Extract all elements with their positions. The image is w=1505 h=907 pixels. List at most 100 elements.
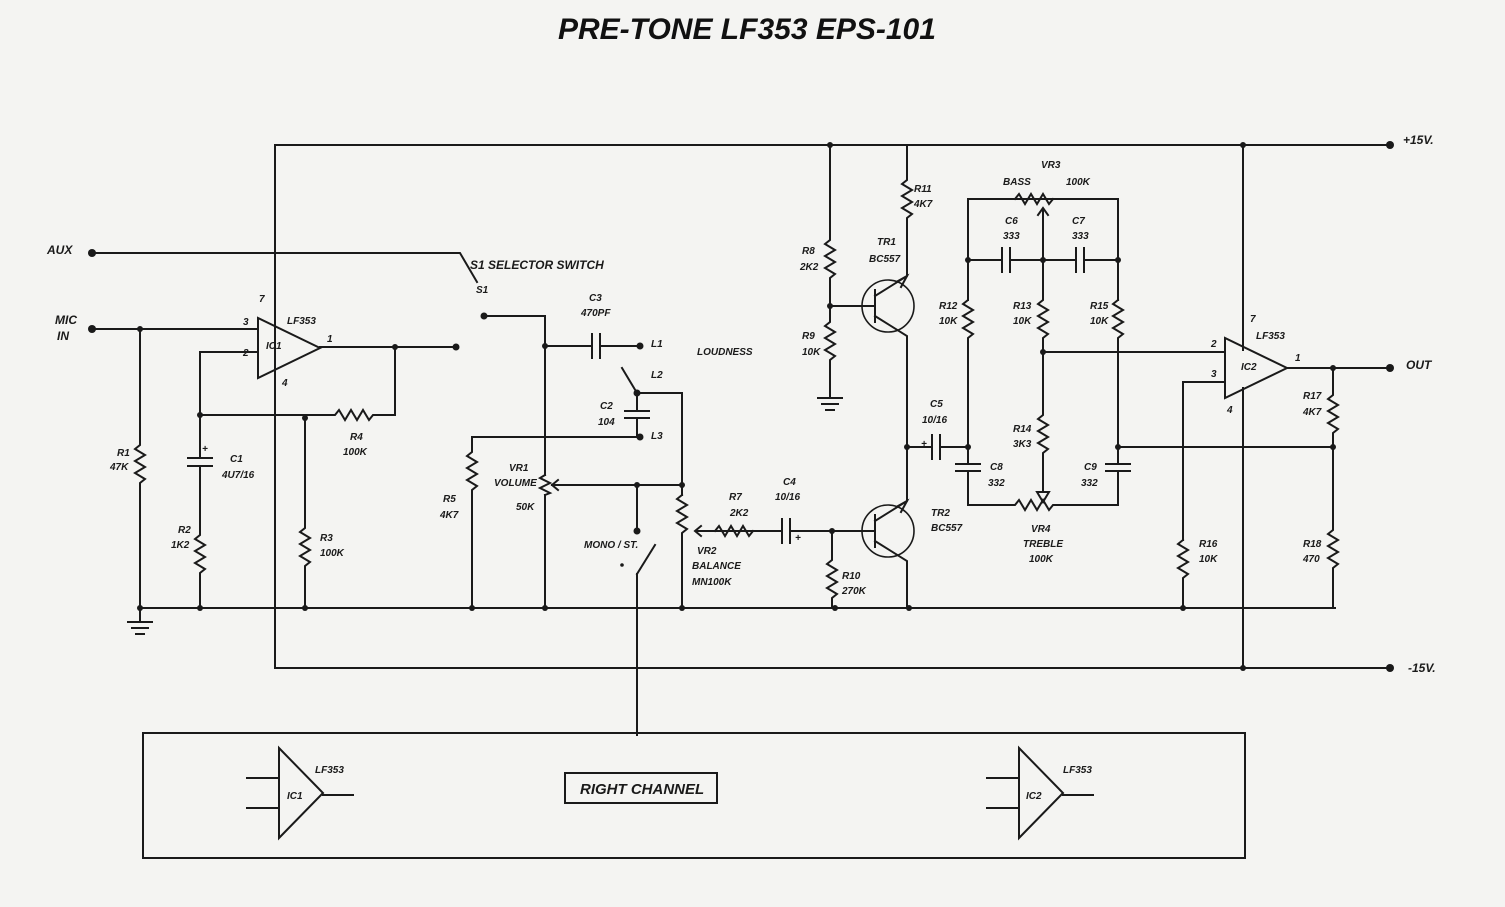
ic1-opamp: IC1 LF353 3 2 1 7 4	[199, 294, 460, 416]
svg-text:100K: 100K	[320, 548, 345, 559]
pot-vr1-volume: VR1 VOLUME 50K	[494, 463, 641, 611]
svg-text:C3: C3	[589, 293, 602, 304]
svg-text:2K2: 2K2	[799, 262, 819, 273]
svg-text:IC1: IC1	[287, 791, 303, 802]
svg-text:10K: 10K	[939, 316, 958, 327]
svg-text:332: 332	[1081, 478, 1098, 489]
svg-text:VR2: VR2	[697, 546, 717, 557]
svg-text:IC1: IC1	[266, 341, 282, 352]
svg-text:50K: 50K	[516, 502, 535, 513]
svg-text:C7: C7	[1072, 216, 1085, 227]
svg-text:10K: 10K	[1090, 316, 1109, 327]
resistor-r9: R9 10K	[802, 305, 843, 411]
svg-text:270K: 270K	[841, 586, 867, 597]
svg-text:+: +	[202, 444, 208, 455]
svg-text:R9: R9	[802, 331, 815, 342]
svg-text:MN100K: MN100K	[692, 577, 732, 588]
svg-text:C8: C8	[990, 462, 1003, 473]
svg-text:MONO / ST.: MONO / ST.	[584, 540, 638, 551]
negative-rail-label: -15V.	[1408, 661, 1436, 675]
svg-text:LOUDNESS: LOUDNESS	[697, 347, 753, 358]
svg-text:C1: C1	[230, 454, 243, 465]
svg-text:R11: R11	[914, 184, 932, 195]
svg-text:L2: L2	[651, 370, 663, 381]
svg-text:4K7: 4K7	[1302, 407, 1322, 418]
svg-text:R15: R15	[1090, 301, 1109, 312]
resistor-r16: R16 10K	[1176, 538, 1218, 611]
transistor-tr1: TR1 BC557	[829, 237, 915, 431]
capacitor-c5: + C5 10/16	[904, 399, 971, 460]
svg-text:R10: R10	[842, 571, 861, 582]
svg-text:+: +	[795, 533, 801, 544]
capacitor-c4: + C4 10/16	[775, 477, 863, 544]
svg-text:1: 1	[1295, 353, 1301, 364]
svg-text:333: 333	[1072, 231, 1089, 242]
capacitor-c2: C2 104	[598, 392, 650, 438]
svg-text:333: 333	[1003, 231, 1020, 242]
svg-text:3K3: 3K3	[1013, 439, 1032, 450]
svg-text:IC2: IC2	[1026, 791, 1042, 802]
svg-text:4: 4	[1226, 405, 1233, 416]
diagram-title: PRE-TONE LF353 EPS-101	[558, 13, 936, 46]
svg-text:470PF: 470PF	[580, 308, 611, 319]
capacitor-c8: C8 332	[955, 446, 1005, 506]
resistor-r15: R15 10K	[1090, 298, 1125, 450]
aux-label: AUX	[46, 243, 73, 257]
mic-label-line1: MIC	[55, 313, 77, 327]
svg-text:C2: C2	[600, 401, 613, 412]
svg-text:100K: 100K	[1066, 177, 1091, 188]
svg-text:VOLUME: VOLUME	[494, 478, 537, 489]
svg-text:R7: R7	[729, 492, 742, 503]
svg-text:10K: 10K	[802, 347, 821, 358]
svg-text:LF353: LF353	[315, 765, 344, 776]
svg-text:10/16: 10/16	[922, 415, 947, 426]
svg-text:R8: R8	[802, 246, 815, 257]
svg-text:S1: S1	[476, 285, 489, 296]
svg-text:R12: R12	[939, 301, 958, 312]
pot-vr3-bass: VR3 BASS 100K	[1003, 160, 1091, 188]
svg-text:47K: 47K	[109, 462, 129, 473]
svg-text:1K2: 1K2	[171, 540, 190, 551]
svg-text:7: 7	[1250, 314, 1256, 325]
svg-text:7: 7	[259, 294, 265, 305]
svg-text:LF353: LF353	[1256, 331, 1285, 342]
svg-text:R5: R5	[443, 494, 456, 505]
svg-text:2: 2	[1210, 339, 1217, 350]
capacitor-c1: + C1 4U7/16	[187, 414, 255, 521]
svg-text:TR2: TR2	[931, 508, 950, 519]
mic-label-line2: IN	[57, 329, 69, 343]
svg-text:C9: C9	[1084, 462, 1097, 473]
svg-text:R2: R2	[178, 525, 191, 536]
right-channel-block: RIGHT CHANNEL IC1 LF353 IC2 LF353	[142, 732, 1246, 859]
svg-text:LF353: LF353	[287, 316, 316, 327]
svg-text:R4: R4	[350, 432, 363, 443]
svg-text:L3: L3	[651, 431, 663, 442]
svg-text:BC557: BC557	[869, 254, 901, 265]
resistor-r3: R3 100K	[298, 417, 345, 611]
pot-vr4-treble: VR4 TREBLE 100K	[967, 498, 1119, 565]
svg-text:4K7: 4K7	[913, 199, 933, 210]
svg-text:10/16: 10/16	[775, 492, 800, 503]
svg-text:S1 SELECTOR SWITCH: S1 SELECTOR SWITCH	[470, 258, 604, 272]
svg-text:BASS: BASS	[1003, 177, 1031, 188]
svg-text:470: 470	[1302, 554, 1320, 565]
svg-text:R13: R13	[1013, 301, 1032, 312]
svg-text:4U7/16: 4U7/16	[221, 470, 255, 481]
svg-text:R17: R17	[1303, 391, 1322, 402]
ic2-opamp: IC2 LF353 2 3 1 7 4 OUT	[1042, 144, 1433, 669]
selector-switch-s1: S1 SELECTOR SWITCH S1	[455, 258, 604, 348]
resistor-r1: R1 47K	[109, 328, 147, 609]
resistor-r12: R12 10K	[939, 259, 975, 463]
pot-vr2-balance: VR2 BALANCE MN100K	[639, 482, 783, 611]
right-channel-label: RIGHT CHANNEL	[580, 781, 704, 798]
svg-text:4: 4	[281, 378, 288, 389]
svg-text:BC557: BC557	[931, 523, 963, 534]
svg-text:1: 1	[327, 334, 333, 345]
svg-text:100K: 100K	[1029, 554, 1054, 565]
svg-text:R16: R16	[1199, 539, 1218, 550]
svg-text:VR4: VR4	[1031, 524, 1051, 535]
mic-input: MIC IN	[55, 313, 259, 343]
svg-text:C4: C4	[783, 477, 796, 488]
svg-text:10K: 10K	[1013, 316, 1032, 327]
